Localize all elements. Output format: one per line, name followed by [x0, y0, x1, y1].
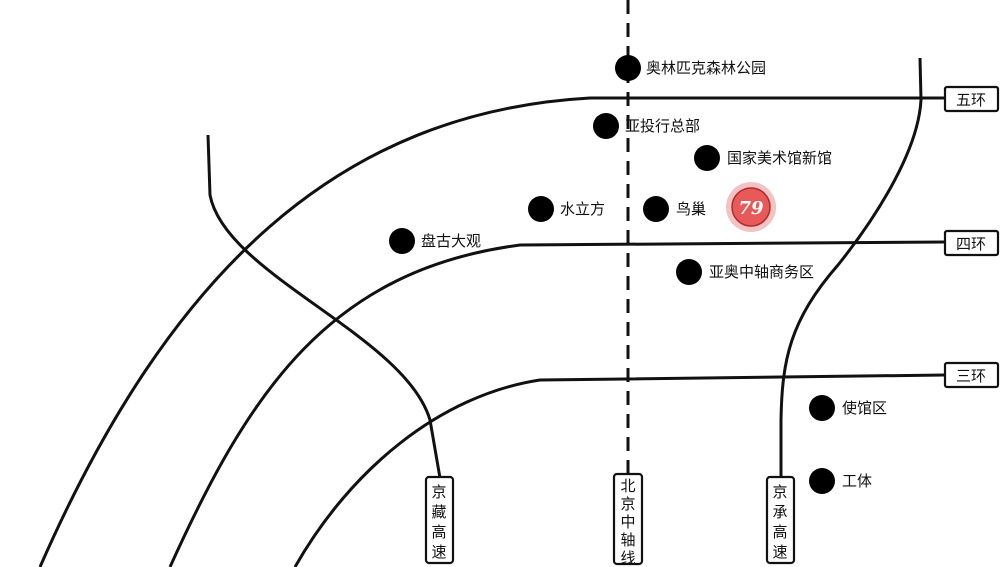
jingzang-label: 京 藏 高 速	[424, 475, 455, 565]
svg-text:国家美术馆新馆: 国家美术馆新馆	[727, 149, 832, 167]
svg-text:使馆区: 使馆区	[842, 399, 887, 417]
axis-char-4: 轴	[620, 531, 635, 549]
svg-text:盘古大观: 盘古大观	[421, 232, 481, 250]
axis-char-5: 线	[620, 549, 635, 567]
jingcheng-char-4: 速	[772, 543, 787, 561]
ring-road-5	[38, 96, 945, 567]
svg-text:亚奥中轴商务区: 亚奥中轴商务区	[709, 263, 814, 281]
poi-national-art-museum-new[interactable]: 国家美术馆新馆	[694, 145, 832, 171]
jingzang-char-1: 京	[431, 483, 446, 501]
ring-label-4: 四环	[943, 229, 1000, 257]
jingcheng-char-2: 承	[772, 503, 787, 521]
poi-aiib-headquarters[interactable]: 亚投行总部	[593, 113, 700, 139]
svg-text:工体: 工体	[842, 472, 872, 490]
svg-text:奥林匹克森林公园: 奥林匹克森林公园	[646, 59, 766, 77]
jingcheng-expressway	[779, 57, 923, 478]
poi-workers-stadium[interactable]: 工体	[809, 468, 872, 494]
poi-birds-nest[interactable]: 鸟巢	[643, 196, 706, 222]
ring-label-5: 五环	[943, 85, 1000, 113]
jingzang-char-3: 高	[431, 523, 446, 541]
central-axis-label: 北 京 中 轴 线	[612, 472, 644, 567]
jingzang-expressway	[206, 134, 442, 479]
jingcheng-char-3: 高	[772, 523, 787, 541]
poi-pangu-plaza[interactable]: 盘古大观	[389, 228, 481, 254]
jingcheng-label: 京 承 高 速	[765, 475, 796, 565]
ring-road-4	[168, 240, 946, 567]
jingcheng-char-1: 京	[772, 483, 787, 501]
svg-text:四环: 四环	[956, 235, 986, 253]
axis-char-1: 北	[620, 477, 635, 495]
svg-text:三环: 三环	[956, 367, 986, 385]
svg-text:亚投行总部: 亚投行总部	[625, 117, 700, 135]
poi-olympic-forest-park[interactable]: 奥林匹克森林公园	[615, 55, 766, 81]
svg-text:水立方: 水立方	[560, 200, 605, 218]
jingzang-char-2: 藏	[431, 503, 446, 521]
jingzang-char-4: 速	[431, 543, 446, 561]
ring-road-3	[293, 373, 946, 567]
poi-water-cube[interactable]: 水立方	[528, 196, 605, 222]
logo-79-icon[interactable]: 79	[726, 182, 776, 232]
svg-text:五环: 五环	[956, 91, 986, 109]
poi-embassy-district[interactable]: 使馆区	[809, 395, 887, 421]
poi-yaao-business-district[interactable]: 亚奥中轴商务区	[676, 259, 814, 285]
svg-text:鸟巢: 鸟巢	[676, 200, 706, 218]
ring-label-3: 三环	[943, 361, 1000, 389]
svg-text:79: 79	[738, 198, 764, 219]
axis-char-3: 中	[620, 513, 635, 531]
axis-char-2: 京	[620, 495, 635, 513]
